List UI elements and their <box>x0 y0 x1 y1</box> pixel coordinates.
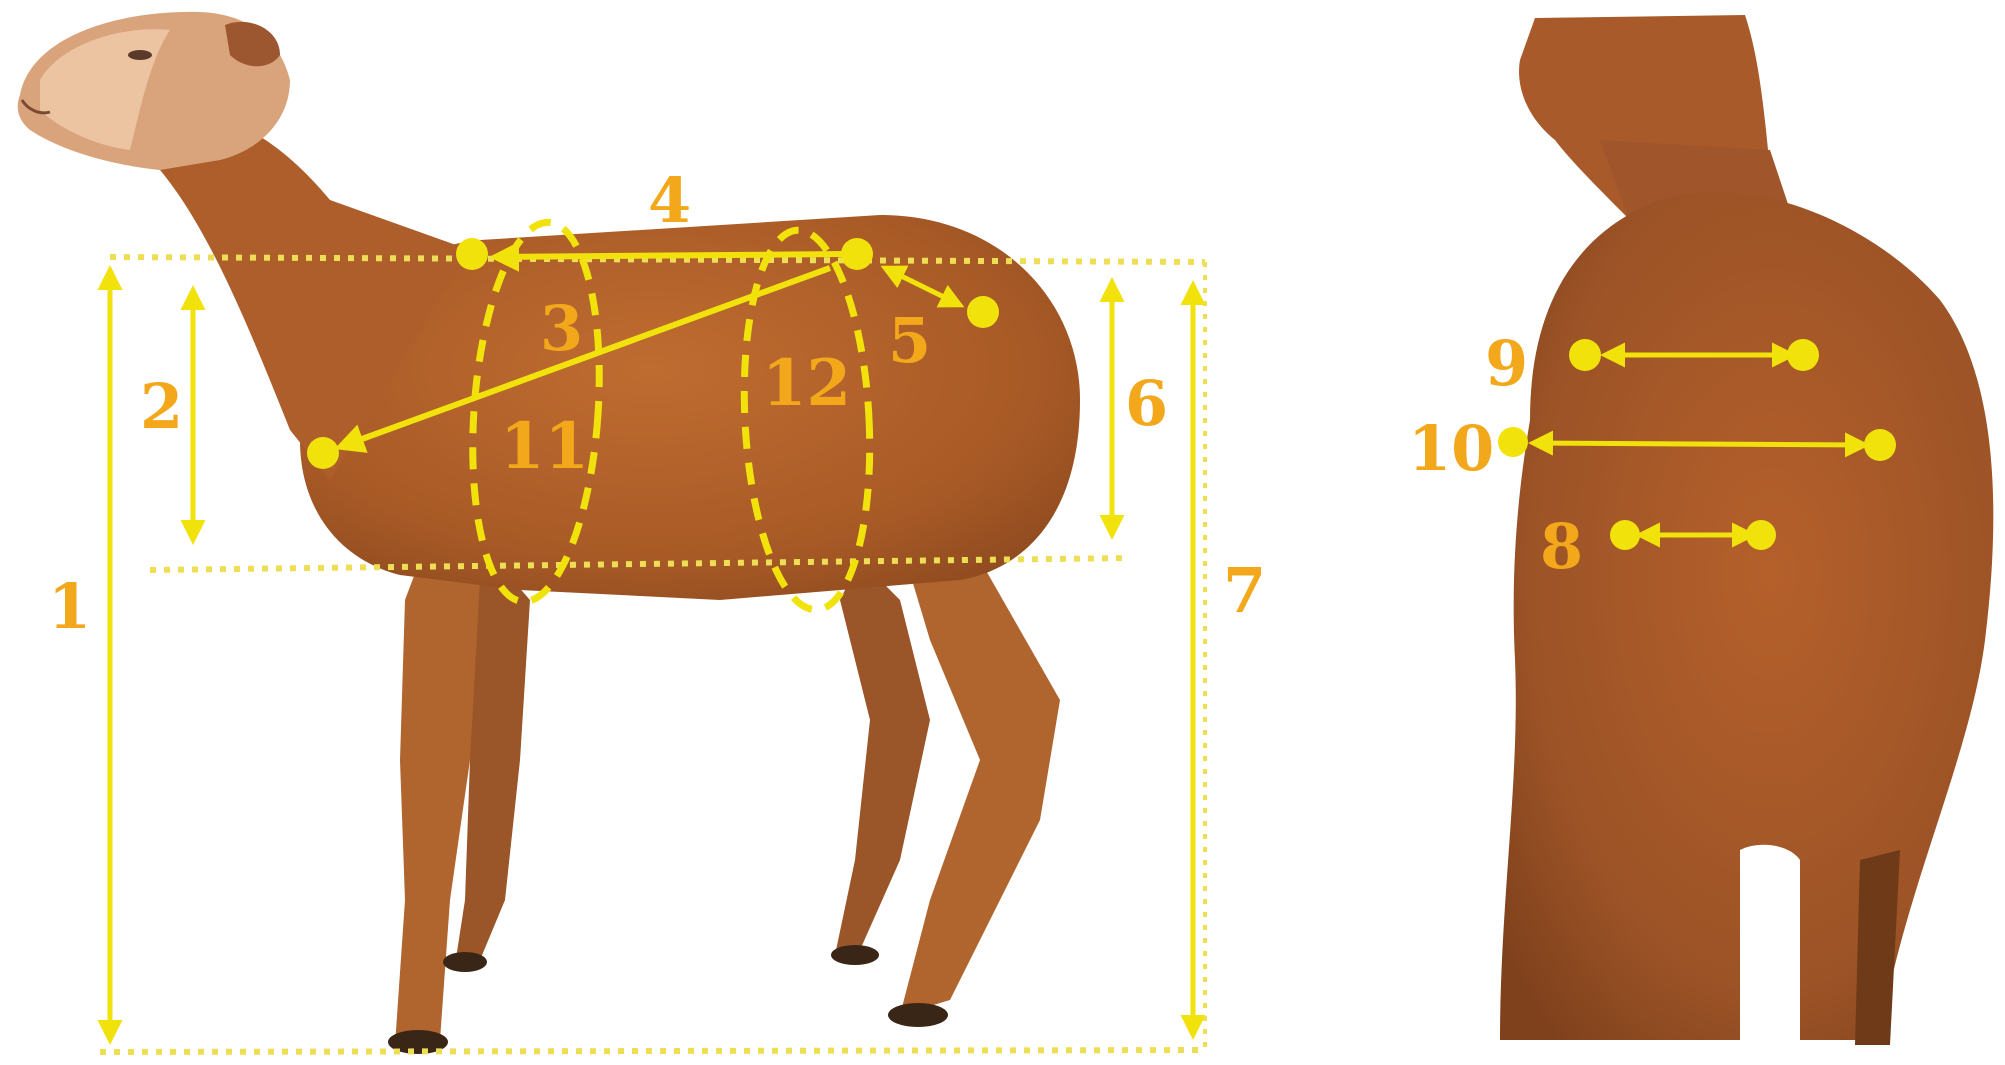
hoof <box>831 945 879 965</box>
sheep-side-view <box>18 12 1080 1054</box>
hoof <box>888 1003 948 1027</box>
point-10-right <box>1864 429 1896 461</box>
label-measure-12: 12 <box>762 346 851 421</box>
label-measure-8: 8 <box>1540 510 1583 583</box>
point-pin-bone <box>967 296 999 328</box>
rear-leg-gap <box>1740 845 1800 1045</box>
label-measure-6: 6 <box>1125 367 1168 440</box>
near-front-leg <box>395 560 480 1045</box>
label-measure-4: 4 <box>648 164 691 237</box>
hoof <box>443 952 487 972</box>
rear-far-leg <box>1855 850 1900 1045</box>
point-10-left <box>1498 427 1528 457</box>
sheep-eye <box>128 50 152 60</box>
point-8-left <box>1610 520 1640 550</box>
label-measure-10: 10 <box>1408 412 1494 485</box>
label-measure-11: 11 <box>500 409 589 484</box>
point-shoulder <box>307 437 339 469</box>
label-measure-7: 7 <box>1223 554 1266 627</box>
near-hind-leg <box>900 540 1060 1015</box>
measure-4-arrow <box>495 254 845 257</box>
measure-10-arrow <box>1533 443 1865 445</box>
point-withers <box>456 238 488 270</box>
point-hip <box>841 238 873 270</box>
label-measure-1: 1 <box>48 570 91 643</box>
label-measure-2: 2 <box>140 370 183 443</box>
point-8-right <box>1746 520 1776 550</box>
label-measure-5: 5 <box>888 304 931 377</box>
point-9-left <box>1569 339 1601 371</box>
ground-reference-dotted-line <box>100 1050 1205 1052</box>
label-measure-9: 9 <box>1485 327 1528 400</box>
far-hind-leg <box>835 560 930 955</box>
label-measure-3: 3 <box>540 292 583 365</box>
point-9-right <box>1787 339 1819 371</box>
